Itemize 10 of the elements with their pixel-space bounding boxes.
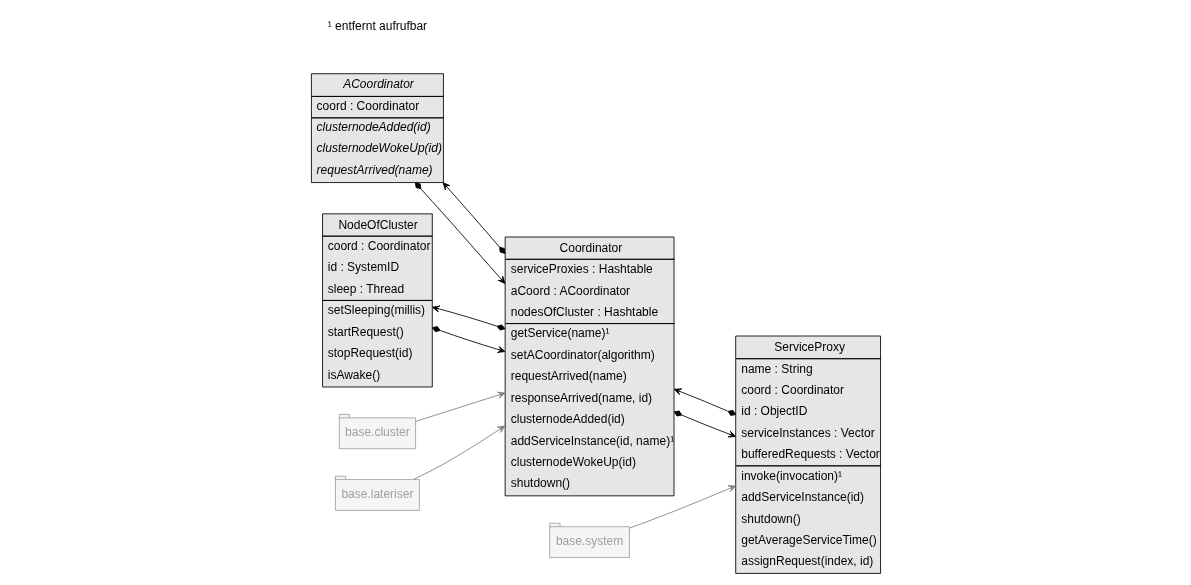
arrow bbox=[414, 391, 505, 422]
arrow bbox=[431, 326, 505, 353]
arrow bbox=[673, 410, 736, 438]
arrow bbox=[412, 425, 505, 480]
arrow bbox=[431, 305, 505, 331]
arrow bbox=[628, 485, 736, 529]
arrow bbox=[673, 388, 736, 416]
label: ¹ entfernt aufrufbar bbox=[327, 19, 427, 34]
arrow bbox=[442, 182, 505, 254]
arrow bbox=[414, 182, 505, 284]
